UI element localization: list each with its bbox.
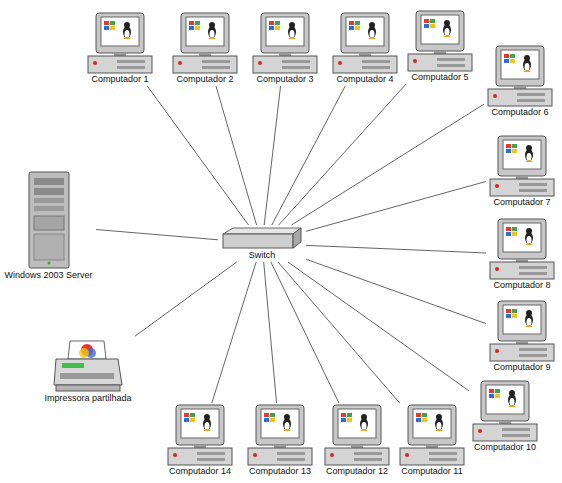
network-cable [288, 262, 469, 391]
network-cable [278, 262, 400, 403]
printer-icon [52, 337, 124, 393]
switch-icon [221, 226, 303, 250]
pc-icon [489, 300, 555, 362]
server-icon [25, 170, 73, 270]
computer-node: Computador 6 [485, 45, 555, 118]
node-label: Impressora partilhada [42, 393, 134, 404]
node-label: Computador 4 [330, 74, 400, 85]
pc-icon [487, 45, 553, 107]
network-cable [306, 259, 486, 323]
computer-node: Computador 5 [405, 10, 475, 83]
node-label: Computador 10 [470, 442, 540, 453]
node-label: Computador 11 [397, 466, 467, 477]
network-cable [264, 262, 277, 403]
pc-icon [489, 218, 555, 280]
node-label: Switch [219, 250, 305, 261]
network-cable [271, 262, 339, 403]
computer-node: Computador 13 [245, 404, 315, 477]
computer-node: Computador 1 [85, 12, 155, 85]
pc-icon [332, 12, 398, 74]
switch-node: Switch [219, 226, 305, 261]
network-cable [96, 230, 218, 240]
computer-node: Computador 14 [165, 404, 235, 477]
pc-icon [399, 404, 465, 466]
network-cable [212, 262, 256, 403]
network-cable [216, 86, 257, 225]
node-label: Computador 13 [245, 466, 315, 477]
pc-icon [324, 404, 390, 466]
computer-node: Computador 7 [487, 135, 557, 208]
pc-icon [489, 135, 555, 197]
pc-icon [252, 12, 318, 74]
node-label: Computador 14 [165, 466, 235, 477]
pc-icon [172, 12, 238, 74]
node-label: Computador 8 [487, 280, 557, 291]
network-cable [135, 262, 237, 336]
server-node: Windows 2003 Server [2, 170, 95, 281]
node-label: Computador 7 [487, 197, 557, 208]
node-label: Computador 3 [250, 74, 320, 85]
node-label: Computador 2 [170, 74, 240, 85]
node-label: Computador 5 [405, 72, 475, 83]
pc-icon [472, 380, 538, 442]
node-label: Computador 1 [85, 74, 155, 85]
network-cable [306, 245, 486, 253]
pc-icon [167, 404, 233, 466]
computer-node: Computador 11 [397, 404, 467, 477]
network-cable [279, 84, 406, 225]
computer-node: Computador 4 [330, 12, 400, 85]
network-cable [272, 86, 345, 225]
node-label: Computador 6 [485, 107, 555, 118]
computer-node: Computador 3 [250, 12, 320, 85]
network-cable [306, 181, 486, 231]
pc-icon [87, 12, 153, 74]
computer-node: Computador 12 [322, 404, 392, 477]
pc-icon [407, 10, 473, 72]
computer-node: Computador 9 [487, 300, 557, 373]
node-label: Computador 12 [322, 466, 392, 477]
printer-node: Impressora partilhada [42, 337, 134, 404]
node-label: Windows 2003 Server [2, 270, 95, 281]
network-cable [147, 86, 248, 225]
computer-node: Computador 8 [487, 218, 557, 291]
network-cable [291, 104, 484, 225]
computer-node: Computador 10 [470, 380, 540, 453]
pc-icon [247, 404, 313, 466]
node-label: Computador 9 [487, 362, 557, 373]
computer-node: Computador 2 [170, 12, 240, 85]
network-cable [264, 86, 280, 225]
